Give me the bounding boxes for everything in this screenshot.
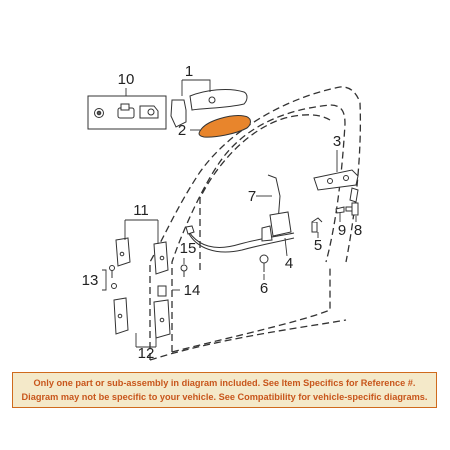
handle-fasteners xyxy=(335,202,359,216)
latch-rod-cable xyxy=(185,174,295,253)
callout-5: 5 xyxy=(314,237,322,254)
callout-14: 14 xyxy=(184,282,201,299)
upper-hinge xyxy=(115,237,169,275)
inside-door-handle xyxy=(313,169,359,203)
callout-8: 8 xyxy=(354,222,362,239)
clip-part xyxy=(311,217,323,233)
outside-door-handle xyxy=(198,115,251,138)
callout-15: 15 xyxy=(180,240,197,257)
bolt-part xyxy=(180,264,188,277)
callout-7: 7 xyxy=(248,188,256,205)
callout-1: 1 xyxy=(185,63,193,80)
callout-3: 3 xyxy=(333,133,341,150)
door-frame-inner xyxy=(171,104,346,352)
window-opening xyxy=(199,114,331,270)
disclaimer-line-1: Only one part or sub-assembly in diagram… xyxy=(33,378,416,388)
callout-9: 9 xyxy=(338,222,346,239)
callout-12: 12 xyxy=(138,345,155,362)
lock-cylinder-kit xyxy=(87,95,167,130)
leader-lines xyxy=(102,79,357,348)
door-bottom-edge xyxy=(149,319,347,361)
callout-10: 10 xyxy=(118,71,135,88)
disclaimer-banner: Only one part or sub-assembly in diagram… xyxy=(12,372,437,408)
door-frame-outer xyxy=(149,86,362,360)
screw-part xyxy=(259,254,269,272)
callout-2: 2 xyxy=(178,122,186,139)
outside-handle-base xyxy=(170,88,248,128)
door-bottom-inner xyxy=(171,265,331,353)
lower-hinge xyxy=(109,265,171,339)
callout-13: 13 xyxy=(82,272,99,289)
disclaimer-line-2: Diagram may not be specific to your vehi… xyxy=(21,392,428,402)
callout-6: 6 xyxy=(260,280,268,297)
callout-4: 4 xyxy=(285,255,293,272)
callout-11: 11 xyxy=(133,202,149,219)
